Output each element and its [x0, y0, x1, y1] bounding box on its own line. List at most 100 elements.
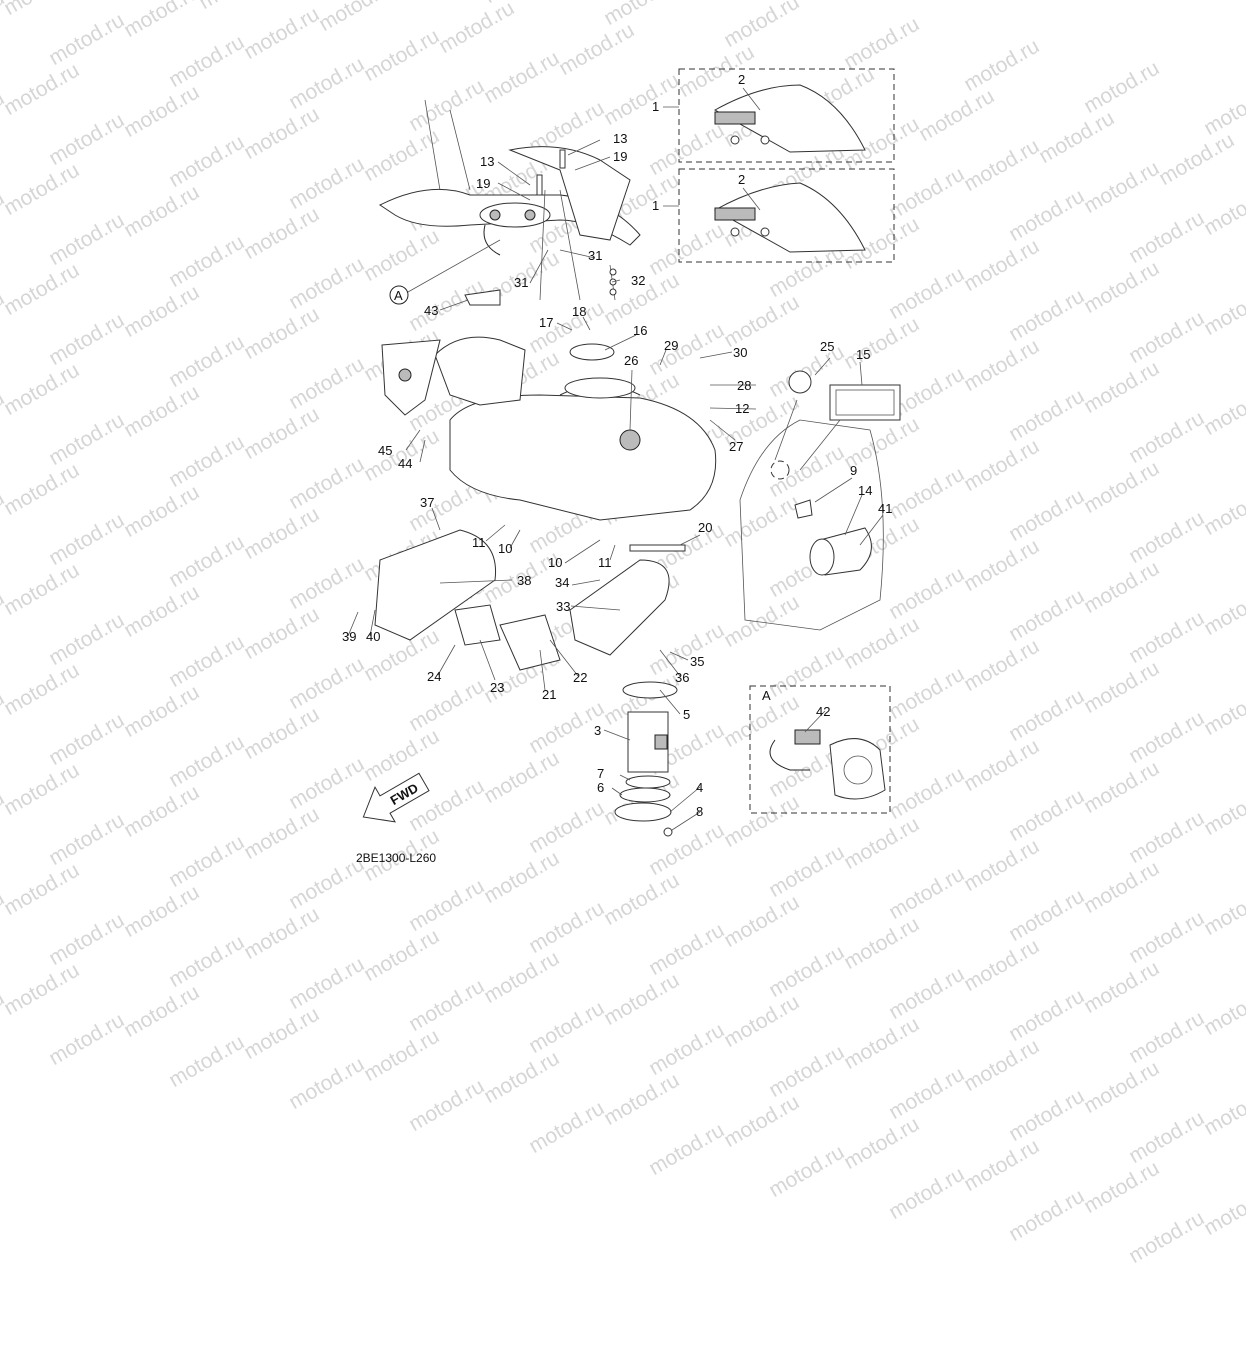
callout-3: 3: [594, 723, 601, 738]
watermark-text: motod.ru: [960, 1034, 1044, 1096]
callout-38: 38: [517, 573, 531, 588]
callout-2b: 2: [738, 172, 745, 187]
watermark-text: motod.ru: [525, 996, 609, 1058]
watermark-text: motod.ru: [840, 1012, 924, 1074]
circled-a-marker: A: [389, 285, 409, 305]
right-parts: [770, 370, 901, 576]
watermark-text: motod.ru: [600, 1068, 684, 1130]
callout-25: 25: [820, 339, 834, 354]
fwd-arrow: FWD: [362, 772, 430, 823]
callout-1a: 1: [652, 99, 659, 114]
watermark-text: motod.ru: [885, 1062, 969, 1124]
callout-23: 23: [490, 680, 504, 695]
callout-13b: 13: [613, 131, 627, 146]
watermark-text: motod.ru: [885, 962, 969, 1024]
callout-2a: 2: [738, 72, 745, 87]
watermark-text: motod.ru: [360, 1024, 444, 1086]
callout-17: 17: [539, 315, 553, 330]
watermark-text: motod.ru: [165, 1030, 249, 1092]
callout-8: 8: [696, 804, 703, 819]
watermark-text: motod.ru: [885, 1162, 969, 1224]
callout-26: 26: [624, 353, 638, 368]
callout-40: 40: [366, 629, 380, 644]
fuel-tank-body: [381, 336, 717, 521]
watermark-text: motod.ru: [1080, 956, 1164, 1018]
callout-39: 39: [342, 629, 356, 644]
callout-33: 33: [556, 599, 570, 614]
watermark-text: motod.ru: [405, 974, 489, 1036]
callout-28: 28: [737, 378, 751, 393]
callout-7: 7: [597, 766, 604, 781]
leader-lines: [347, 87, 884, 831]
watermark-text: motod.ru: [525, 1096, 609, 1158]
callout-45: 45: [378, 443, 392, 458]
callout-11a: 11: [472, 535, 486, 550]
callout-24: 24: [427, 669, 441, 684]
callout-9: 9: [850, 463, 857, 478]
callout-34: 34: [555, 575, 569, 590]
watermark-text: motod.ru: [285, 952, 369, 1014]
side-panels: [374, 419, 884, 671]
callout-20: 20: [698, 520, 712, 535]
callout-10a: 10: [498, 541, 512, 556]
callout-30: 30: [733, 345, 747, 360]
callout-43: 43: [424, 303, 438, 318]
watermark-text: motod.ru: [240, 1002, 324, 1064]
callout-35: 35: [690, 654, 704, 669]
watermark-text: motod.ru: [1080, 1056, 1164, 1118]
watermark-text: motod.ru: [285, 1052, 369, 1114]
callout-42: 42: [816, 704, 830, 719]
svg-text:A: A: [394, 288, 403, 303]
watermark-text: motod.ru: [1005, 1084, 1089, 1146]
callout-36: 36: [675, 670, 689, 685]
callout-32: 32: [631, 273, 645, 288]
fuel-tank-parts-diagram: FWD 1 1 2 2 3 4 5 6 7 8 9 10 10 11 11 12…: [342, 68, 901, 837]
watermark-text: motod.ru: [720, 990, 804, 1052]
callout-31a: 31: [588, 248, 602, 263]
callout-labels: 1 1 2 2 3 4 5 6 7 8 9 10 10 11 11 12 13 …: [342, 72, 892, 819]
watermark-text: motod.ru: [765, 940, 849, 1002]
dashed-box-option-b: [678, 168, 895, 263]
watermark-text: motod.ru: [0, 986, 9, 1048]
callout-11b: 11: [598, 555, 612, 570]
diagram-code: 2BE1300-L260: [356, 851, 437, 865]
callout-1b: 1: [652, 198, 659, 213]
callout-37: 37: [420, 495, 434, 510]
callout-6: 6: [597, 780, 604, 795]
callout-12: 12: [735, 401, 749, 416]
watermark-text: motod.ru: [840, 1112, 924, 1174]
callout-13a: 13: [480, 154, 494, 169]
watermark-text: motod.ru: [765, 1140, 849, 1202]
watermark-text: motod.ru: [645, 1018, 729, 1080]
callout-29: 29: [664, 338, 678, 353]
dashed-box-option-a: [678, 68, 895, 163]
callout-19b: 19: [613, 149, 627, 164]
watermark-text: motod.ru: [165, 930, 249, 992]
callout-41: 41: [878, 501, 892, 516]
watermark-text: motod.ru: [600, 968, 684, 1030]
callout-15: 15: [856, 347, 870, 362]
callout-18: 18: [572, 304, 586, 319]
tank-top-view: [379, 99, 641, 306]
callout-4: 4: [696, 780, 703, 795]
watermark-text: motod.ru: [1125, 1006, 1209, 1068]
watermark-text: motod.ru: [0, 958, 84, 1020]
callout-19a: 19: [476, 176, 490, 191]
callout-27: 27: [729, 439, 743, 454]
watermark-text: motod.ru: [1200, 1178, 1246, 1240]
watermark-text: motod.ru: [1125, 1106, 1209, 1168]
callout-31b: 31: [514, 275, 528, 290]
fuel-pump-stack: [614, 681, 678, 837]
callout-16: 16: [633, 323, 647, 338]
watermark-text: motod.ru: [45, 1008, 129, 1070]
watermark-text: motod.ru: [765, 1040, 849, 1102]
watermark-text: motod.ru: [1200, 978, 1246, 1040]
watermark-text: motod.ru: [120, 980, 204, 1042]
watermark-text: motod.ru: [645, 1118, 729, 1180]
callout-14: 14: [858, 483, 872, 498]
watermark-text: motod.ru: [1200, 1078, 1246, 1140]
detail-a-box: [749, 685, 891, 814]
callout-10b: 10: [548, 555, 562, 570]
watermark-text: motod.ru: [1005, 1184, 1089, 1246]
callout-22: 22: [573, 670, 587, 685]
